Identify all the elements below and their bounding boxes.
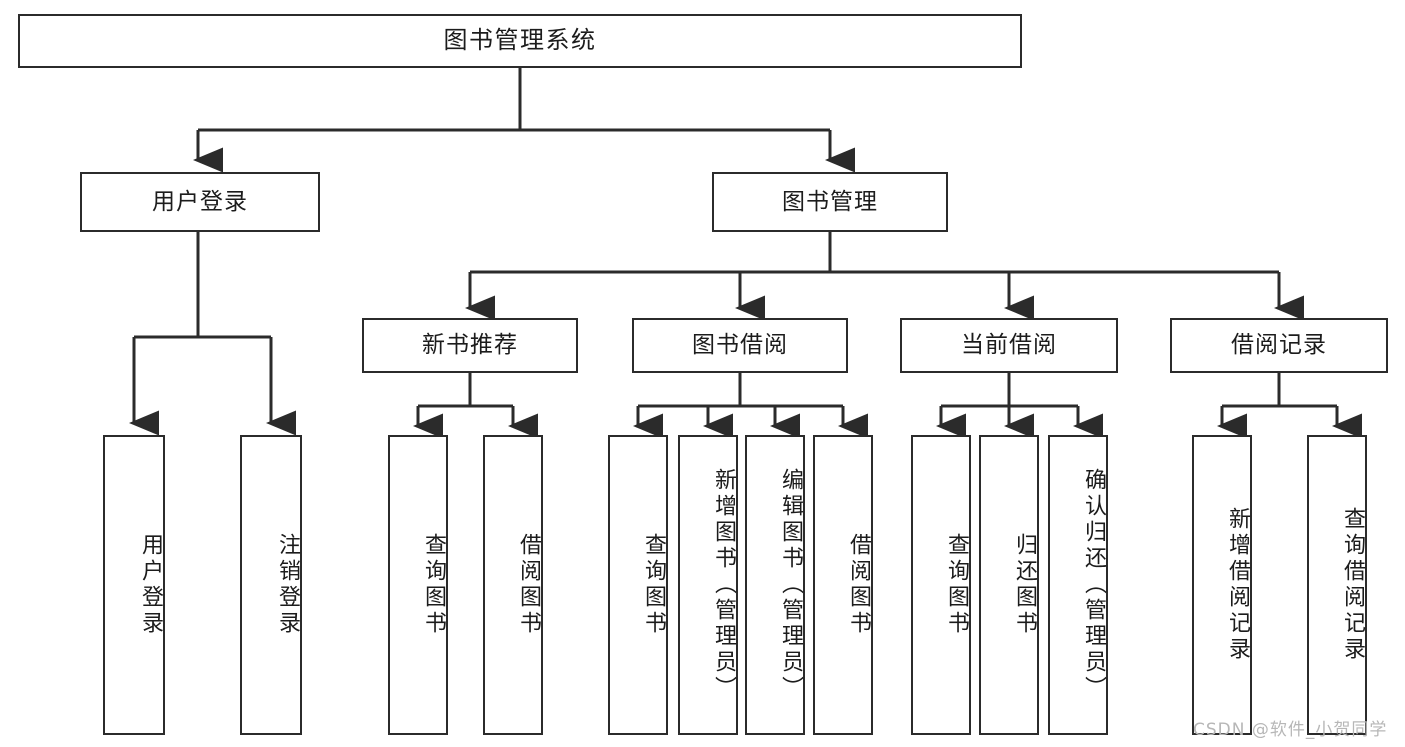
leaf-label: 查询借阅记录 <box>1340 507 1365 663</box>
leaf-label: 确认归还（管理员） <box>1081 468 1106 702</box>
leaf-label: 查询图书 <box>944 533 969 637</box>
leaf-borrow-add-book-admin[interactable]: 新增图书（管理员） <box>678 435 738 735</box>
leaf-label: 查询图书 <box>421 533 446 637</box>
leaf-label: 查询图书 <box>641 533 666 637</box>
leaf-new-book-borrow[interactable]: 借阅图书 <box>483 435 543 735</box>
leaf-label: 归还图书 <box>1012 533 1037 637</box>
leaf-current-query-book[interactable]: 查询图书 <box>911 435 971 735</box>
leaf-borrow-edit-book-admin[interactable]: 编辑图书（管理员） <box>745 435 805 735</box>
leaf-label: 借阅图书 <box>846 533 871 637</box>
node-user-login[interactable]: 用户登录 <box>80 172 320 232</box>
leaf-label: 借阅图书 <box>516 533 541 637</box>
leaf-label: 新增借阅记录 <box>1225 507 1250 663</box>
leaf-label: 注销登录 <box>275 533 300 637</box>
node-book-management[interactable]: 图书管理 <box>712 172 948 232</box>
leaf-label: 编辑图书（管理员） <box>778 468 803 702</box>
leaf-label: 用户登录 <box>138 533 163 637</box>
csdn-watermark: CSDN @软件_小贺同学 <box>1193 720 1388 740</box>
leaf-borrow-borrow-book[interactable]: 借阅图书 <box>813 435 873 735</box>
node-current-borrow[interactable]: 当前借阅 <box>900 318 1118 373</box>
leaf-user-login-login[interactable]: 用户登录 <box>103 435 165 735</box>
leaf-user-login-logout[interactable]: 注销登录 <box>240 435 302 735</box>
leaf-new-book-query[interactable]: 查询图书 <box>388 435 448 735</box>
leaf-record-query-record[interactable]: 查询借阅记录 <box>1307 435 1367 735</box>
leaf-label: 新增图书（管理员） <box>711 468 736 702</box>
node-borrow-record[interactable]: 借阅记录 <box>1170 318 1388 373</box>
leaf-current-return-book[interactable]: 归还图书 <box>979 435 1039 735</box>
leaf-record-add-record[interactable]: 新增借阅记录 <box>1192 435 1252 735</box>
leaf-current-confirm-return-admin[interactable]: 确认归还（管理员） <box>1048 435 1108 735</box>
node-root-system[interactable]: 图书管理系统 <box>18 14 1022 68</box>
node-book-borrow[interactable]: 图书借阅 <box>632 318 848 373</box>
leaf-borrow-query-book[interactable]: 查询图书 <box>608 435 668 735</box>
node-new-book-recommend[interactable]: 新书推荐 <box>362 318 578 373</box>
